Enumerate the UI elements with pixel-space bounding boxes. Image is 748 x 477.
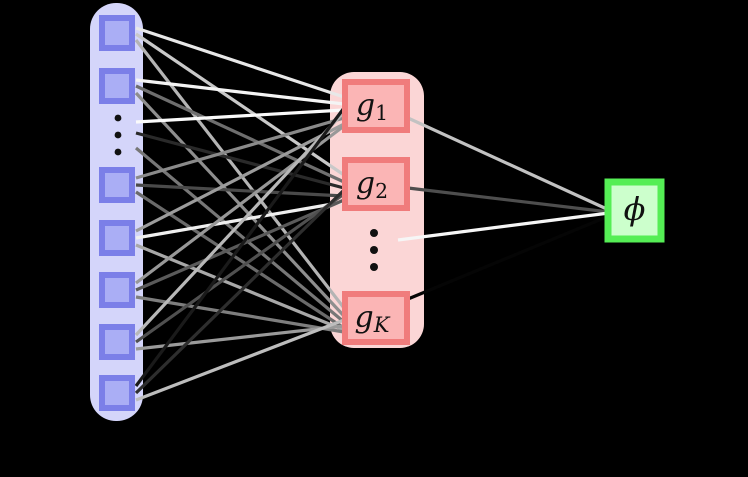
hidden-ellipsis-dot-3 [370, 263, 378, 271]
input-node-2[interactable] [99, 68, 135, 104]
connection-input-hidden-7 [135, 108, 345, 124]
connection-hidden-output-4 [407, 214, 610, 301]
output-node-phi-label: ϕ [624, 190, 646, 228]
connection-input-hidden-1 [135, 26, 345, 99]
connection-hidden-output-3 [397, 211, 610, 242]
connection-input-hidden-22 [134, 107, 346, 387]
input-node-6[interactable] [99, 324, 135, 360]
input-node-1[interactable] [99, 15, 135, 51]
input-node-3[interactable] [99, 167, 135, 203]
hidden-node-g1[interactable] [342, 79, 410, 133]
input-node-7[interactable] [99, 375, 135, 411]
input-node-5[interactable] [99, 272, 135, 308]
input-layer-capsule-shape [90, 3, 143, 421]
input-node-4[interactable] [99, 220, 135, 256]
connection-input-hidden-21 [135, 324, 345, 351]
input-ellipsis-dot-2 [114, 131, 122, 139]
output-node-group: ϕ [604, 178, 665, 243]
hidden-ellipsis-dot-2 [370, 246, 378, 254]
connection-input-hidden-8 [135, 131, 345, 190]
input-ellipsis-dot-3 [114, 148, 122, 156]
connection-input-hidden-24 [135, 318, 345, 402]
connection-input-hidden-23 [134, 188, 346, 395]
input-ellipsis-dot-1 [114, 114, 122, 122]
connection-hidden-output-2 [407, 186, 610, 214]
hidden-node-g1-label: g1 [356, 88, 388, 125]
connection-input-hidden-15 [135, 243, 345, 332]
hidden-to-output-edges [397, 116, 610, 301]
connection-input-hidden-20 [135, 192, 345, 344]
hidden-ellipsis-dot-1 [370, 229, 378, 237]
connection-hidden-output-1 [407, 116, 610, 212]
hidden-node-g2[interactable] [342, 157, 410, 211]
input-nodes-group [99, 15, 135, 411]
hidden-ellipsis-group [370, 229, 378, 271]
input-ellipsis-group [114, 114, 122, 156]
connection-input-hidden-14 [135, 200, 345, 240]
hidden-nodes-group: g1 g2 gK [342, 79, 410, 345]
connection-input-hidden-9 [134, 146, 346, 324]
connection-input-hidden-19 [134, 110, 346, 337]
connection-input-hidden-5 [135, 84, 345, 184]
hidden-node-g2-label: g2 [356, 166, 388, 203]
input-to-hidden-edges [134, 26, 346, 402]
hidden-node-gK[interactable] [342, 291, 410, 345]
input-layer-capsule [90, 3, 143, 421]
connection-input-hidden-13 [135, 122, 345, 233]
connection-input-hidden-4 [135, 78, 345, 106]
connection-input-hidden-11 [135, 183, 345, 198]
hidden-node-gK-label: gK [355, 300, 391, 337]
connection-input-hidden-18 [135, 295, 345, 334]
connection-input-hidden-10 [135, 116, 345, 180]
output-node-phi[interactable] [604, 178, 665, 243]
